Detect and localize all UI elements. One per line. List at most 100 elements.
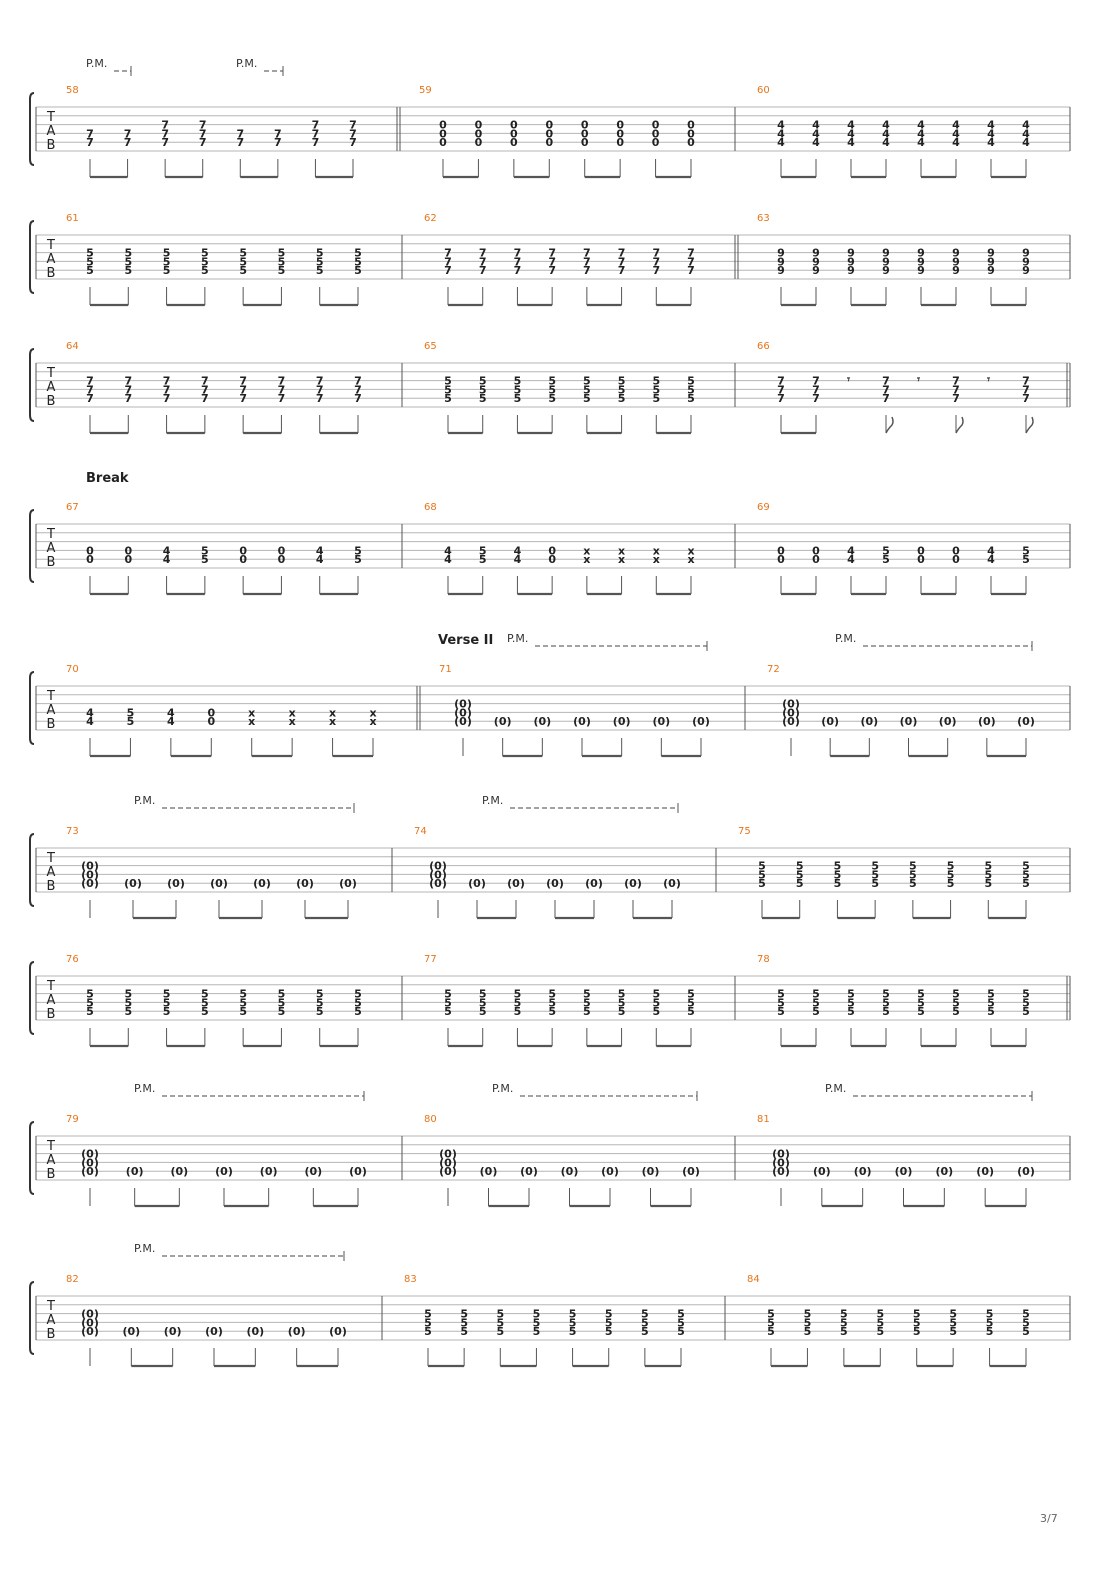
fret-number: 5 — [847, 1005, 855, 1018]
fret-number: 7 — [652, 255, 660, 268]
fret-number: 5 — [777, 996, 785, 1009]
fret-number: 9 — [987, 264, 995, 277]
tab-clef-letter: A — [47, 124, 56, 139]
fret-number: (0) — [454, 698, 472, 711]
system-bracket — [29, 961, 35, 1035]
fret-number: 0 — [545, 119, 553, 132]
fret-number: 0 — [581, 136, 589, 149]
fret-number: 4 — [86, 715, 94, 728]
fret-number: 7 — [479, 247, 487, 260]
tab-clef-letter: A — [47, 993, 56, 1008]
tab-clef-letter: B — [47, 266, 56, 281]
fret-number: (0) — [81, 877, 99, 890]
fret-number: 4 — [882, 136, 890, 149]
palm-mute-label: P.M. — [825, 1082, 846, 1095]
fret-number: 5 — [316, 988, 324, 1001]
fret-number: 5 — [86, 996, 94, 1009]
fret-number: 5 — [583, 988, 591, 1001]
fret-number: 9 — [882, 247, 890, 260]
fret-number: (0) — [682, 1165, 700, 1178]
fret-number: 5 — [913, 1308, 921, 1321]
fret-number: (0) — [642, 1165, 660, 1178]
fret-number: 9 — [952, 264, 960, 277]
fret-number: 5 — [496, 1316, 504, 1329]
palm-mute-label: P.M. — [492, 1082, 513, 1095]
fret-number: 5 — [533, 1308, 541, 1321]
fret-number: 5 — [460, 1316, 468, 1329]
fret-number: 9 — [812, 247, 820, 260]
fret-number: 5 — [239, 255, 247, 268]
fret-number: 0 — [439, 119, 447, 132]
fret-number: x — [687, 553, 694, 566]
fret-number: 0 — [475, 119, 483, 132]
fret-number: 5 — [767, 1308, 775, 1321]
fret-number: 5 — [777, 988, 785, 1001]
fret-number: 7 — [201, 383, 209, 396]
measure-number: 65 — [424, 341, 437, 352]
fret-number: (0) — [507, 877, 525, 890]
fret-number: 7 — [812, 392, 820, 405]
fret-number: (0) — [349, 1165, 367, 1178]
fret-number: 4 — [777, 136, 785, 149]
fret-number: 7 — [239, 383, 247, 396]
fret-number: 5 — [86, 247, 94, 260]
fret-number: 5 — [917, 996, 925, 1009]
fret-number: (0) — [585, 877, 603, 890]
fret-number: 5 — [687, 392, 695, 405]
fret-number: 5 — [758, 877, 766, 890]
fret-number: (0) — [772, 1165, 790, 1178]
fret-number: 4 — [316, 553, 324, 566]
fret-number: 5 — [444, 988, 452, 1001]
fret-number: 7 — [548, 247, 556, 260]
fret-number: 5 — [986, 1316, 994, 1329]
fret-number: 5 — [913, 1325, 921, 1338]
fret-number: (0) — [860, 715, 878, 728]
fret-number: (0) — [304, 1165, 322, 1178]
fret-number: (0) — [260, 1165, 278, 1178]
fret-number: 5 — [239, 247, 247, 260]
eighth-flag — [1025, 416, 1034, 434]
fret-number: 7 — [618, 255, 626, 268]
fret-number: 0 — [207, 706, 215, 719]
tab-clef-letter: B — [47, 1007, 56, 1022]
fret-number: 5 — [444, 1005, 452, 1018]
fret-number: 5 — [834, 868, 842, 881]
fret-number: 0 — [812, 544, 820, 557]
fret-number: 5 — [947, 868, 955, 881]
fret-number: (0) — [978, 715, 996, 728]
fret-number: 7 — [86, 136, 94, 149]
fret-number: 7 — [444, 255, 452, 268]
fret-number: 7 — [278, 383, 286, 396]
fret-number: 5 — [834, 860, 842, 873]
fret-number: 5 — [812, 1005, 820, 1018]
fret-number: 5 — [201, 988, 209, 1001]
measure-number: 64 — [66, 341, 79, 352]
eighth-rest: 𝄾 — [846, 373, 850, 386]
fret-number: 0 — [207, 715, 215, 728]
fret-number: 7 — [236, 127, 244, 140]
fret-number: 7 — [86, 375, 94, 388]
fret-number: 5 — [583, 375, 591, 388]
fret-number: (0) — [1017, 715, 1035, 728]
fret-number: 7 — [952, 383, 960, 396]
fret-number: 7 — [687, 255, 695, 268]
fret-number: 4 — [514, 553, 522, 566]
tab-clef-letter: T — [46, 1299, 55, 1314]
fret-number: 5 — [984, 877, 992, 890]
fret-number: (0) — [782, 715, 800, 728]
fret-number: (0) — [429, 860, 447, 873]
fret-number: 4 — [163, 553, 171, 566]
fret-number: 7 — [86, 127, 94, 140]
measure-number: 78 — [757, 954, 770, 965]
fret-number: 5 — [882, 544, 890, 557]
fret-number: 9 — [847, 264, 855, 277]
fret-number: 0 — [952, 553, 960, 566]
fret-number: (0) — [782, 698, 800, 711]
fret-number: 9 — [777, 264, 785, 277]
fret-number: x — [653, 553, 660, 566]
fret-number: (0) — [663, 877, 681, 890]
fret-number: 9 — [917, 255, 925, 268]
fret-number: 0 — [616, 127, 624, 140]
fret-number: 5 — [677, 1308, 685, 1321]
fret-number: 7 — [514, 247, 522, 260]
